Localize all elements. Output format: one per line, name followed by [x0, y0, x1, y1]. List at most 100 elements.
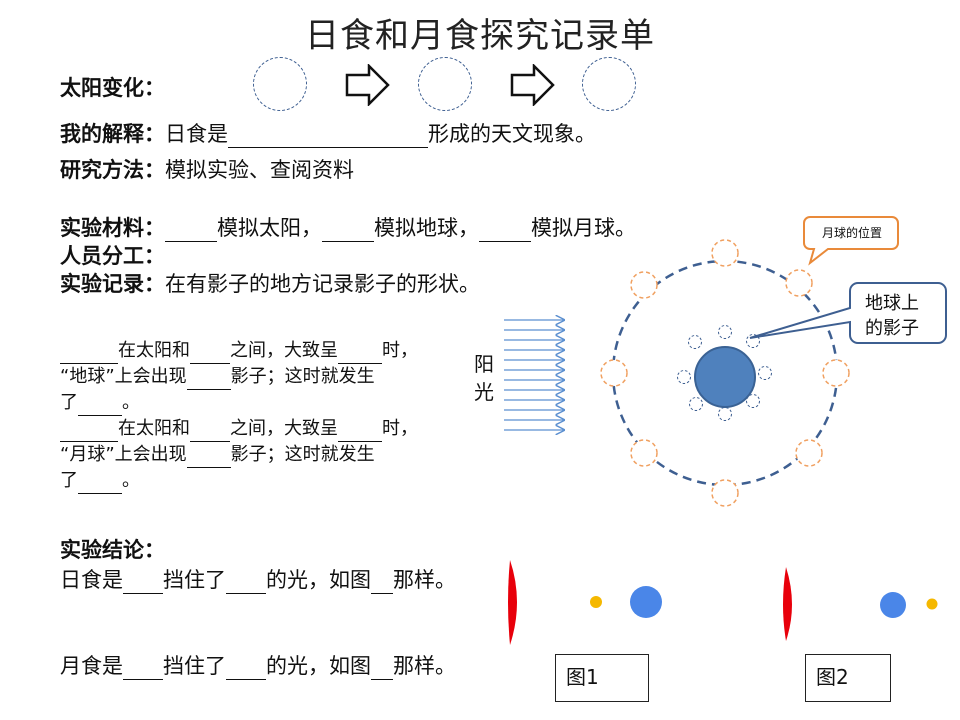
sunlight-char: 光 — [474, 380, 494, 404]
fill-blank[interactable] — [338, 423, 382, 442]
earth-shadow-callout-line2: 的影子 — [865, 318, 919, 339]
fill-blank[interactable] — [186, 371, 231, 390]
page-title: 日食和月食探究记录单 — [305, 16, 655, 56]
moon-position-callout-text: 月球的位置 — [822, 225, 882, 240]
conclusion-text: 那样。 — [393, 568, 456, 592]
sun-phase-circle-2[interactable] — [418, 57, 472, 111]
conclusion-blank[interactable] — [123, 573, 163, 594]
moon-position-circle — [785, 269, 813, 297]
conclusion-text: 挡住了 — [163, 568, 226, 592]
explain-prefix: 日食是 — [165, 122, 228, 146]
sunlight-rays — [504, 314, 570, 438]
orbit-diagram: 月球的位置 地球上 的影子 — [600, 216, 947, 507]
conclusion-text: 的光，如图 — [266, 654, 371, 678]
figure-2-label: 图2 — [816, 665, 849, 689]
shadow-position-circle — [746, 394, 760, 408]
method-line: 研究方法：模拟实验、查阅资料 — [60, 154, 354, 184]
shadow-position-circle — [718, 407, 732, 421]
moon-position-circle — [600, 359, 628, 387]
moon-position-circle — [822, 359, 850, 387]
method-label: 研究方法： — [60, 158, 165, 182]
record-label: 实验记录： — [60, 272, 165, 296]
fill-text: 。 — [122, 470, 140, 491]
fill-blank[interactable] — [78, 397, 122, 416]
fill-blank[interactable] — [60, 345, 118, 364]
explain-suffix: 形成的天文现象。 — [428, 122, 596, 146]
eclipse-figures — [508, 560, 938, 645]
conclusion-blank[interactable] — [371, 659, 393, 680]
sunlight-char: 阳 — [474, 352, 494, 376]
earth-shadow-callout — [749, 282, 947, 344]
moon-positions — [600, 239, 850, 507]
sun-phase-circle-1[interactable] — [253, 57, 307, 111]
materials-item-3: 模拟月球。 — [531, 216, 636, 240]
materials-blank-2[interactable] — [322, 221, 374, 242]
explain-label: 我的解释： — [60, 122, 165, 146]
materials-blank-3[interactable] — [479, 221, 531, 242]
record-text: 在有影子的地方记录影子的形状。 — [165, 272, 480, 296]
fill-text: 之间，大致呈 — [230, 340, 338, 361]
sun-arc-fig1 — [508, 560, 517, 645]
conclusion-text: 那样。 — [393, 654, 456, 678]
fill-text: 影子；这时就发生 — [230, 444, 375, 465]
materials-blank-1[interactable] — [165, 221, 217, 242]
fill-blank[interactable] — [186, 449, 231, 468]
conclusion-text: 的光，如图 — [266, 568, 371, 592]
conclusion-blank[interactable] — [226, 659, 266, 680]
fill-blank[interactable] — [78, 475, 122, 494]
fill-paragraph-1: 在太阳和 之间，大致呈 时， “地球”上会出现 影子；这时就发生 了 。 — [60, 338, 418, 416]
right-arrow-icon — [510, 64, 555, 106]
fill-blank[interactable] — [60, 423, 118, 442]
fill-text: 。 — [122, 392, 140, 413]
moon-fig2 — [926, 598, 938, 610]
materials-line: 实验材料：模拟太阳，模拟地球，模拟月球。 — [60, 212, 636, 242]
conclusion-text: 月食是 — [60, 654, 123, 678]
materials-item-2: 模拟地球， — [374, 216, 479, 240]
shadow-position-circle — [758, 366, 772, 380]
moon-position-circle — [630, 271, 658, 299]
figure-1-label-box: 图1 — [555, 654, 649, 702]
earth — [694, 346, 756, 408]
fill-text: 时， — [382, 340, 418, 361]
shadow-position-circle — [689, 397, 703, 411]
fill-text: 在太阳和 — [118, 418, 190, 439]
fill-blank[interactable] — [338, 345, 382, 364]
materials-label: 实验材料： — [60, 216, 165, 240]
conclusion-blank[interactable] — [123, 659, 163, 680]
conclusion-text: 挡住了 — [163, 654, 226, 678]
method-text: 模拟实验、查阅资料 — [165, 158, 354, 182]
sun-arc-fig2 — [783, 567, 792, 641]
right-arrow-icon — [345, 64, 390, 106]
fill-text: “地球”上会出现 — [60, 366, 187, 387]
lunar-conclusion-line: 月食是 挡住了 的光，如图那样。 — [60, 650, 456, 680]
conclusion-text: 日食是 — [60, 568, 123, 592]
fill-blank[interactable] — [190, 345, 230, 364]
fill-blank[interactable] — [190, 423, 230, 442]
moon-position-circle — [711, 479, 739, 507]
explain-blank[interactable] — [228, 127, 428, 148]
explain-line: 我的解释：日食是 形成的天文现象。 — [60, 118, 596, 148]
fill-text: 影子；这时就发生 — [230, 366, 375, 387]
fill-text: “月球”上会出现 — [60, 444, 187, 465]
conclusion-label: 实验结论： — [60, 538, 165, 562]
sun-change-label: 太阳变化： — [60, 76, 165, 100]
fill-text: 了 — [60, 470, 78, 491]
figure-2-label-box: 图2 — [805, 654, 891, 702]
conclusion-blank[interactable] — [371, 573, 393, 594]
solar-conclusion-line: 日食是 挡住了 的光，如图那样。 — [60, 564, 456, 594]
staff-label: 人员分工： — [60, 244, 165, 268]
fill-text: 在太阳和 — [118, 340, 190, 361]
moon-position-circle — [795, 439, 823, 467]
sunlight-label: 阳 光 — [474, 350, 494, 406]
moon-position-circle — [630, 439, 658, 467]
fill-paragraph-2: 在太阳和之间，大致呈时， “月球”上会出现影子；这时就发生 了。 — [60, 416, 418, 494]
shadow-position-circle — [718, 325, 732, 339]
shadow-position-circle — [677, 370, 691, 384]
conclusion-blank[interactable] — [226, 573, 266, 594]
earth-shadow-callout-line1: 地球上 — [865, 293, 919, 314]
sun-phase-circle-3[interactable] — [582, 57, 636, 111]
record-line: 实验记录：在有影子的地方记录影子的形状。 — [60, 268, 480, 298]
fill-text: 时， — [382, 418, 418, 439]
shadow-position-circle — [688, 335, 702, 349]
fill-text: 了 — [60, 392, 78, 413]
